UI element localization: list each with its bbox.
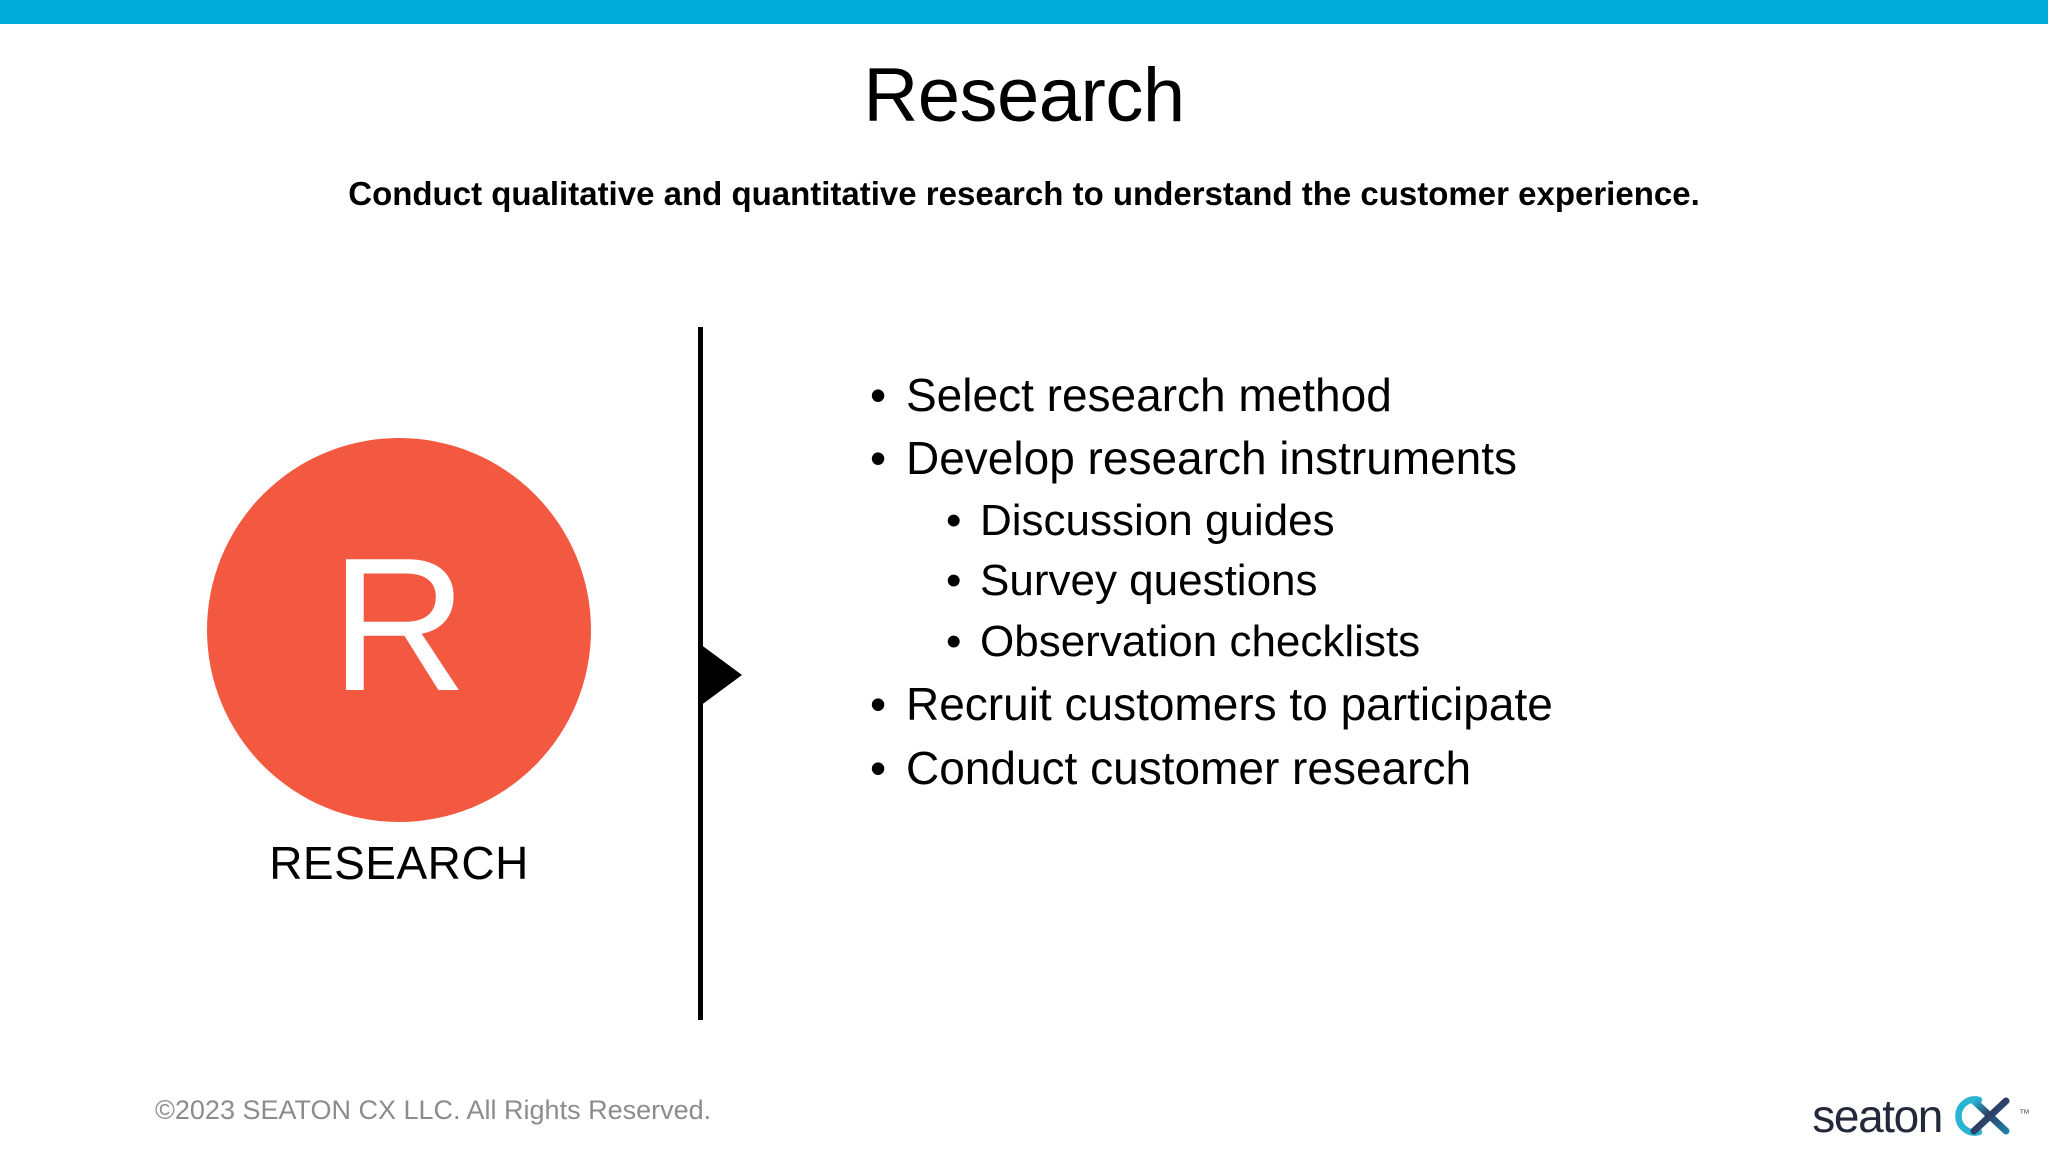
cx-monogram-icon bbox=[1948, 1093, 2018, 1139]
bullet-marker-icon: • bbox=[870, 741, 887, 794]
bullet-item-label: Conduct customer research bbox=[906, 741, 1472, 794]
bullet-item-label: Observation checklists bbox=[980, 617, 1421, 667]
bullet-item: • Discussion guides bbox=[870, 495, 1990, 547]
right-triangle-arrow-icon bbox=[700, 644, 742, 706]
logo-wordmark-text: seaton bbox=[1812, 1090, 1943, 1142]
bullet-item-label: Select research method bbox=[906, 369, 1392, 421]
bullet-item-label: Survey questions bbox=[980, 556, 1318, 606]
trademark-symbol: ™ bbox=[2019, 1108, 2030, 1120]
copyright-text: ©2023 SEATON CX LLC. All Rights Reserved… bbox=[155, 1095, 712, 1125]
top-accent-bar bbox=[0, 0, 2048, 24]
page-title: Research bbox=[863, 53, 1185, 138]
page-subtitle: Conduct qualitative and quantitative res… bbox=[348, 175, 1700, 212]
research-icon-block: R RESEARCH bbox=[207, 438, 591, 890]
bullet-marker-icon: • bbox=[870, 369, 887, 421]
bullet-item: • Conduct customer research bbox=[870, 741, 1990, 795]
bullet-marker-icon: • bbox=[946, 495, 962, 545]
bullet-item: • Select research method bbox=[870, 368, 1990, 422]
bullet-item: • Develop research instruments bbox=[870, 431, 1990, 485]
bullet-marker-icon: • bbox=[946, 556, 962, 606]
research-initial-letter: R bbox=[330, 519, 468, 731]
bullet-item-label: Develop research instruments bbox=[906, 432, 1518, 485]
bullet-item: • Recruit customers to participate bbox=[870, 677, 1990, 731]
bullet-marker-icon: • bbox=[870, 678, 887, 731]
research-circle-icon: R bbox=[207, 438, 591, 822]
bullet-item-label: Discussion guides bbox=[980, 495, 1335, 545]
bullet-list: • Select research method • Develop research… bbox=[870, 368, 1990, 804]
research-caption: RESEARCH bbox=[269, 837, 529, 889]
bullet-marker-icon: • bbox=[946, 617, 962, 667]
bullet-item: • Observation checklists bbox=[870, 616, 1990, 668]
seaton-cx-logo: seaton ™ bbox=[1812, 1088, 2030, 1144]
bullet-item: • Survey questions bbox=[870, 555, 1990, 607]
bullet-marker-icon: • bbox=[870, 432, 887, 485]
bullet-item-label: Recruit customers to participate bbox=[906, 678, 1553, 731]
